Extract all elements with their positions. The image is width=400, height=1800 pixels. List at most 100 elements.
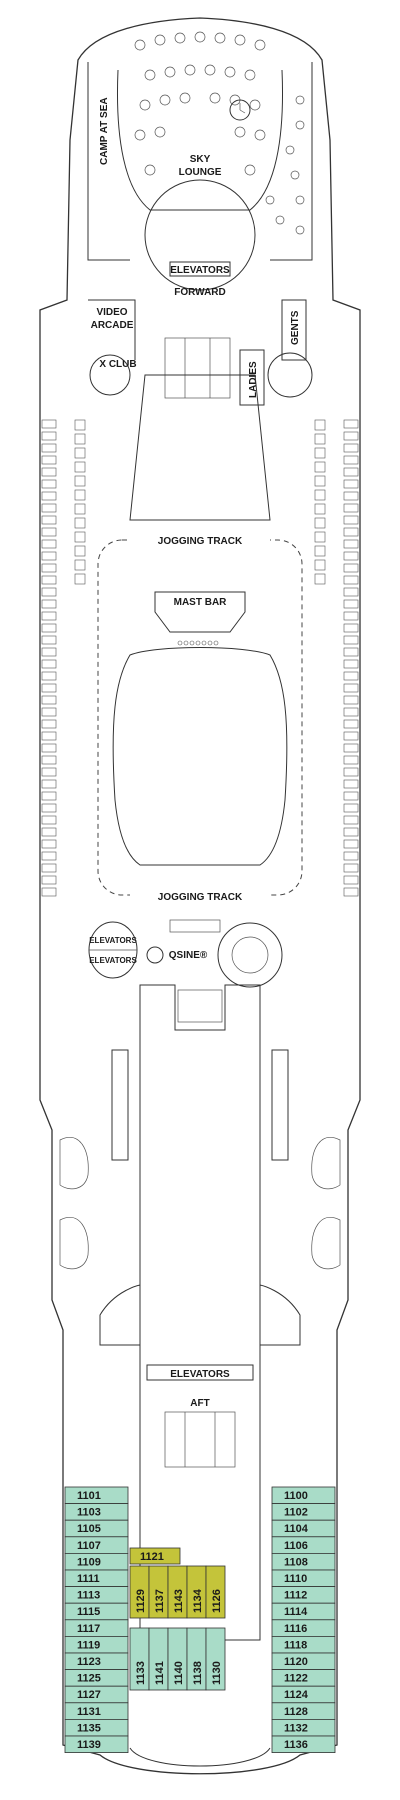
cabin[interactable]: 1138 — [186, 1627, 207, 1691]
cabin[interactable]: 1139 — [64, 1735, 129, 1754]
cabin-number: 1139 — [77, 1739, 101, 1751]
cabin[interactable]: 1120 — [271, 1652, 336, 1671]
lounger — [41, 683, 57, 693]
cabin-number: 1143 — [173, 1589, 185, 1613]
cabin[interactable]: 1107 — [64, 1536, 129, 1554]
elevators-mid-label-2: ELEVATORS — [89, 956, 137, 965]
cabin[interactable]: 1112 — [271, 1586, 336, 1604]
cabin-number: 1119 — [77, 1639, 100, 1651]
lounger — [41, 815, 57, 825]
lounger — [41, 539, 57, 549]
cabin[interactable]: 1111 — [64, 1569, 129, 1588]
cabin[interactable]: 1108 — [271, 1553, 336, 1571]
cabin[interactable]: 1127 — [64, 1685, 129, 1704]
cabin[interactable]: 1124 — [271, 1685, 336, 1704]
cabin-number: 1106 — [284, 1540, 308, 1552]
lounger — [343, 563, 359, 573]
cabin[interactable]: 1102 — [271, 1503, 336, 1521]
pool-area — [112, 647, 288, 866]
cabin-number: 1122 — [284, 1673, 308, 1685]
lounger — [41, 503, 57, 513]
elevators-forward-label: ELEVATORS — [170, 265, 230, 276]
qsine-restaurant — [217, 922, 283, 988]
cabin[interactable]: 1128 — [271, 1702, 336, 1720]
cabin[interactable]: 1140 — [167, 1627, 188, 1691]
cabin[interactable]: 1133 — [129, 1627, 150, 1691]
cabin[interactable]: 1117 — [64, 1619, 129, 1637]
cabin[interactable]: 1126 — [205, 1565, 226, 1619]
lounger — [41, 611, 57, 621]
lounger — [41, 767, 57, 777]
cabin[interactable]: 1105 — [64, 1519, 129, 1538]
lounger — [343, 467, 359, 477]
lounger — [41, 707, 57, 717]
cabin[interactable]: 1141 — [148, 1627, 169, 1691]
lounger — [343, 815, 359, 825]
lounger — [41, 491, 57, 501]
lounger — [314, 419, 326, 431]
lounger — [343, 539, 359, 549]
lounger — [74, 503, 86, 515]
cabin[interactable]: 1130 — [205, 1627, 226, 1691]
cabin[interactable]: 1109 — [64, 1553, 129, 1571]
cabin[interactable]: 1116 — [271, 1619, 336, 1637]
cabin-number: 1126 — [211, 1589, 223, 1613]
lounger — [343, 719, 359, 729]
lounger — [41, 587, 57, 597]
cabin[interactable]: 1135 — [64, 1719, 129, 1737]
lounger — [41, 887, 57, 897]
lounger — [41, 431, 57, 441]
lounger — [41, 647, 57, 657]
cabin[interactable]: 1113 — [64, 1586, 129, 1604]
lounger — [41, 803, 57, 813]
cabin[interactable]: 1118 — [271, 1636, 336, 1654]
lounger — [41, 839, 57, 849]
cabin[interactable]: 1137 — [148, 1565, 169, 1619]
lounger — [41, 779, 57, 789]
cabin-number: 1107 — [77, 1540, 101, 1552]
lounger — [343, 791, 359, 801]
cabin[interactable]: 1104 — [271, 1519, 336, 1538]
cabin[interactable]: 1106 — [271, 1536, 336, 1554]
lounger — [74, 545, 86, 557]
lounger — [41, 443, 57, 453]
cabin[interactable]: 1134 — [186, 1565, 207, 1619]
cabin-number: 1134 — [192, 1588, 204, 1613]
lounger — [74, 461, 86, 473]
cabin[interactable]: 1103 — [64, 1503, 129, 1521]
lounger — [314, 475, 326, 487]
cabin-highlight-top[interactable]: 1121 — [129, 1547, 181, 1565]
cabin-number: 1127 — [77, 1689, 101, 1701]
cabin[interactable]: 1132 — [271, 1719, 336, 1737]
cabin[interactable]: 1115 — [64, 1602, 129, 1621]
cabin[interactable]: 1143 — [167, 1565, 188, 1619]
lounger — [314, 503, 326, 515]
lounger — [41, 515, 57, 525]
cabin[interactable]: 1136 — [271, 1735, 336, 1754]
lounger — [41, 863, 57, 873]
cabin[interactable]: 1101 — [64, 1486, 129, 1505]
lounger — [41, 527, 57, 537]
sky-lounge-label-1: SKY — [190, 154, 211, 165]
cabin[interactable]: 1100 — [271, 1486, 336, 1505]
lounger — [41, 635, 57, 645]
cabin-number: 1114 — [284, 1606, 308, 1618]
cabin[interactable]: 1123 — [64, 1652, 129, 1671]
cabin[interactable]: 1131 — [64, 1702, 129, 1720]
lounger — [343, 515, 359, 525]
lounger — [41, 671, 57, 681]
gents-room — [281, 299, 307, 361]
cabin[interactable]: 1122 — [271, 1669, 336, 1687]
cabin[interactable]: 1125 — [64, 1669, 129, 1687]
lounger — [74, 517, 86, 529]
cabin[interactable]: 1110 — [271, 1569, 336, 1588]
cabin[interactable]: 1119 — [64, 1636, 129, 1654]
lounger — [343, 647, 359, 657]
cabin[interactable]: 1129 — [129, 1565, 150, 1619]
lounger — [41, 743, 57, 753]
forward-label: FORWARD — [174, 287, 225, 298]
cabin[interactable]: 1114 — [271, 1602, 336, 1621]
qsine-label: QSINE® — [169, 950, 208, 961]
